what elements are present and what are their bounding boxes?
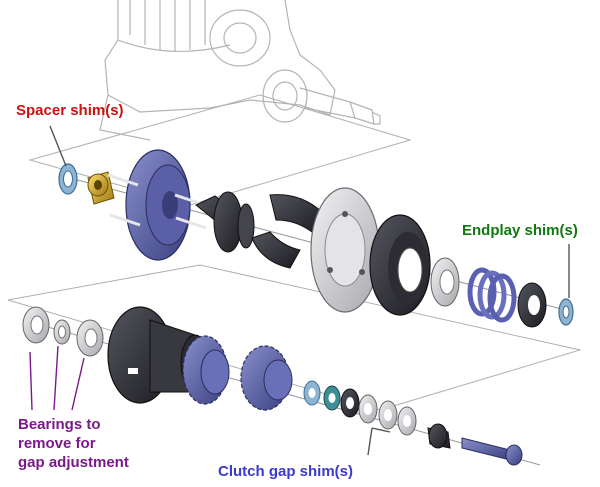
clutch-shoes-part	[251, 194, 323, 269]
clutch-gap-shims-label: Clutch gap shim(s)	[218, 463, 354, 480]
flywheel-part	[107, 149, 207, 261]
endplay-shims-label: Endplay shim(s)	[462, 222, 578, 239]
spacer-shim-part	[58, 163, 78, 195]
spacer-shims-label: Spacer shim(s)	[16, 102, 124, 119]
clutch-hub-part	[195, 191, 255, 253]
spring-part	[467, 267, 517, 323]
upper-bearing-part	[430, 257, 460, 307]
lower-bearings-part	[22, 306, 104, 357]
callout-lines	[29, 125, 570, 456]
bearings-label-line-3: gap adjustment	[18, 454, 129, 471]
endplay-shim-part	[558, 298, 574, 326]
clutch-bell-part	[369, 214, 431, 316]
collar-part	[517, 282, 547, 328]
bearings-label-line-1: Bearings to	[18, 416, 101, 433]
gear-1-part	[182, 335, 230, 405]
gold-bushing-part	[87, 171, 115, 205]
bearings-label-line-2: remove for	[18, 435, 96, 452]
engine-sketch	[99, 0, 381, 141]
bearings-label: Bearings to remove for gap adjustment	[18, 415, 129, 472]
silver-plate-part	[310, 187, 380, 313]
gear-2-part	[240, 345, 293, 411]
nut-part	[427, 423, 451, 449]
bolt-part	[461, 437, 523, 466]
clutch-gap-shims-part	[303, 380, 417, 436]
